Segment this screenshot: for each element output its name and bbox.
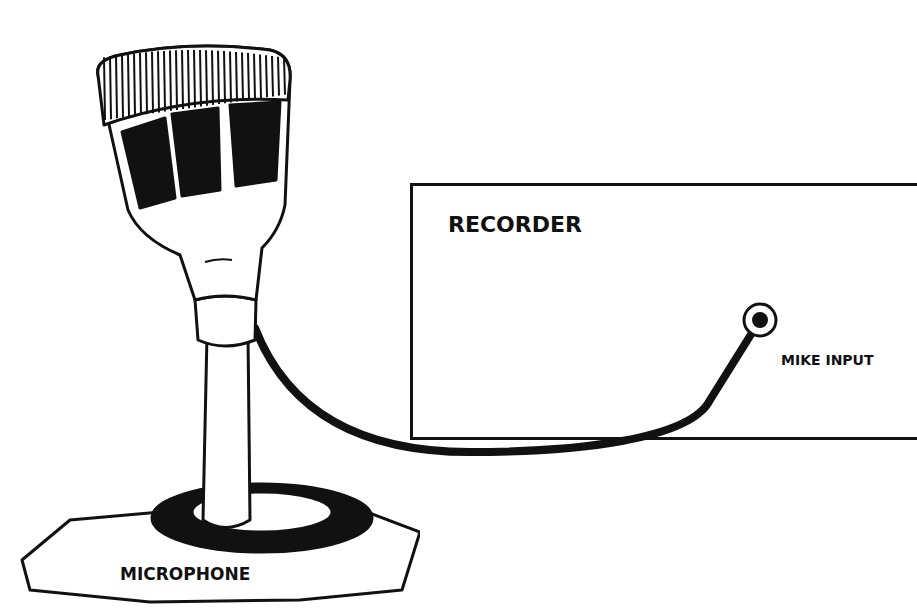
grille-stripe <box>260 54 261 98</box>
grille-stripe <box>182 50 183 109</box>
cable <box>255 320 760 452</box>
grille-stripe <box>134 54 135 116</box>
mic-stem <box>203 335 250 528</box>
grille-stripe <box>128 54 129 116</box>
grille-stripe <box>284 57 285 94</box>
grille-stripe <box>152 52 153 114</box>
grille-stripe <box>158 51 159 112</box>
grille-stripe <box>206 50 207 106</box>
mic-head <box>98 46 290 300</box>
base-hub <box>152 484 372 552</box>
grille-stripe <box>278 57 279 96</box>
jack-hole <box>752 312 768 328</box>
grille-stripe <box>212 50 213 104</box>
grille-stripe <box>176 50 177 110</box>
grille-stripe <box>122 55 123 118</box>
microphone-art <box>20 40 420 605</box>
grille-stripe <box>146 52 147 114</box>
input-label: MIKE INPUT <box>781 352 874 368</box>
grille-stripe <box>236 52 237 102</box>
grille-stripe <box>200 50 201 107</box>
grille-stripe <box>140 53 141 115</box>
mic-slot <box>122 118 175 208</box>
mic-collar <box>195 296 256 346</box>
grille-stripe <box>164 51 165 112</box>
microphone-label: MICROPHONE <box>120 564 250 584</box>
grille-stripe <box>116 56 117 119</box>
grille-stripe <box>266 55 267 97</box>
microphone: MICROPHONE <box>20 40 420 605</box>
recorder-title: RECORDER <box>448 212 582 237</box>
grille-stripe <box>170 51 171 111</box>
grille-stripe <box>224 51 225 103</box>
grille-stripe <box>188 50 189 108</box>
grille-stripe <box>230 51 231 102</box>
grille-stripe <box>254 54 255 99</box>
grille-stripe <box>104 57 105 120</box>
jack-ring <box>744 304 776 336</box>
recorder-box: RECORDER MIKE INPUT <box>410 183 917 440</box>
mic-slot <box>172 108 220 196</box>
grille-stripe <box>242 52 243 100</box>
grille-stripe <box>194 50 195 107</box>
mic-slot <box>230 102 280 186</box>
grille-stripe <box>248 53 249 100</box>
grille-stripe <box>110 56 111 119</box>
grille-stripe <box>272 56 273 97</box>
grille-stripe <box>218 51 219 104</box>
mic-detail <box>205 259 232 262</box>
